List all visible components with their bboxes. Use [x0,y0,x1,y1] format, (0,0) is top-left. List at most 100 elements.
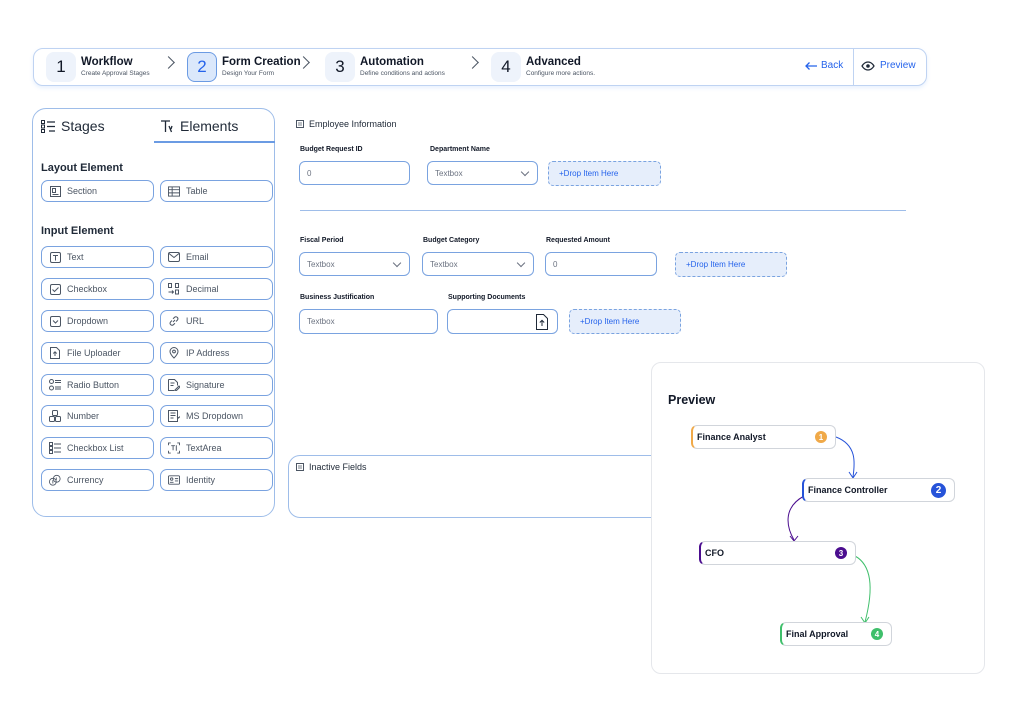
budget-request-id-input[interactable]: 0 [299,161,410,185]
element-checkbox-list[interactable]: Checkbox List [41,437,154,459]
element-label: URL [186,316,205,326]
step-badge: 3 [835,547,847,559]
textarea-icon [168,442,180,454]
section-icon [296,120,304,128]
step-number: 4 [491,52,521,82]
flow-node-finance-controller[interactable]: Finance Controller 2 [802,478,955,502]
section-icon [49,185,61,197]
budget-category-select[interactable]: Textbox [422,252,534,276]
employee-information-section[interactable]: Employee Information [296,119,397,129]
element-section[interactable]: Section [41,180,154,202]
business-justification-input[interactable]: Textbox [299,309,438,334]
drop-item-zone[interactable]: +Drop Item Here [548,161,661,186]
panel-tabs: Stages Elements [33,109,275,143]
element-label: Currency [67,475,104,485]
element-label: IP Address [186,348,230,358]
preview-button[interactable]: Preview [861,60,916,71]
element-dropdown[interactable]: Dropdown [41,310,154,332]
tab-stages[interactable]: Stages [41,118,105,134]
section-icon [296,463,304,471]
drop-item-zone[interactable]: +Drop Item Here [569,309,681,334]
select-value: Textbox [430,259,458,269]
element-textarea[interactable]: TextArea [160,437,273,459]
element-decimal[interactable]: Decimal [160,278,273,300]
divider [853,49,854,85]
stages-icon [41,119,55,133]
tab-stages-label: Stages [61,118,105,134]
input-value: 0 [307,168,312,178]
flow-node-cfo[interactable]: CFO 3 [699,541,856,565]
element-currency[interactable]: Currency [41,469,154,491]
element-radio-button[interactable]: Radio Button [41,374,154,396]
back-label: Back [821,60,844,71]
budget-category-label: Budget Category [423,237,480,244]
flow-node-finance-analyst[interactable]: Finance Analyst 1 [691,425,836,449]
step-advanced[interactable]: 4 Advanced Configure more actions. [491,52,595,82]
step-automation[interactable]: 3 Automation Define conditions and actio… [325,52,445,82]
back-button[interactable]: Back [804,60,843,71]
element-email[interactable]: Email [160,246,273,268]
element-label: Dropdown [67,316,109,326]
element-signature[interactable]: Signature [160,374,273,396]
layout-element-heading: Layout Element [41,162,123,174]
step-workflow[interactable]: 1 Workflow Create Approval Stages [46,52,150,82]
decimal-icon [168,283,180,295]
element-ms-dropdown[interactable]: MS Dropdown [160,405,273,427]
input-element-heading: Input Element [41,225,114,237]
requested-amount-input[interactable]: 0 [545,252,657,276]
element-file-uploader[interactable]: File Uploader [41,342,154,364]
connector-arrow [835,436,855,478]
ms-dropdown-icon [168,410,180,422]
element-checkbox[interactable]: Checkbox [41,278,154,300]
number-icon [49,410,61,422]
section-title: Inactive Fields [309,462,367,472]
chevron-down-icon [520,167,530,177]
element-identity[interactable]: Identity [160,469,273,491]
requested-amount-label: Requested Amount [546,237,610,244]
step-subtitle: Design Your Form [222,69,275,77]
currency-icon [49,474,61,486]
element-number[interactable]: Number [41,405,154,427]
node-label: Finance Analyst [697,432,766,442]
step-form-creation[interactable]: 2 Form Creation Design Your Form [187,52,301,82]
fiscal-period-select[interactable]: Textbox [299,252,410,276]
table-icon [168,185,180,197]
connector-arrow [787,495,805,541]
drop-item-zone[interactable]: +Drop Item Here [675,252,787,277]
tab-elements[interactable]: Elements [160,118,238,134]
department-name-select[interactable]: Textbox [427,161,538,185]
dropdown-icon [49,315,61,327]
element-label: TextArea [186,443,222,453]
email-icon [168,251,180,263]
step-badge: 4 [871,628,883,640]
supporting-documents-upload[interactable] [447,309,558,334]
section-divider [300,210,906,211]
upload-icon[interactable] [535,314,549,330]
ip-address-icon [168,347,180,359]
chevron-right-icon [466,56,479,69]
element-label: Identity [186,475,216,485]
element-text[interactable]: Text [41,246,154,268]
supporting-documents-label: Supporting Documents [448,294,526,301]
element-label: Table [186,186,208,196]
step-subtitle: Create Approval Stages [81,69,150,77]
step-subtitle: Define conditions and actions [360,69,445,77]
inactive-fields-section[interactable]: Inactive Fields [296,462,367,472]
element-label: MS Dropdown [186,411,244,421]
step-title: Workflow [81,56,133,68]
element-label: Radio Button [67,380,120,390]
tab-elements-label: Elements [180,118,239,134]
element-url[interactable]: URL [160,310,273,332]
element-label: Decimal [186,284,219,294]
flow-node-final-approval[interactable]: Final Approval 4 [780,622,892,646]
signature-icon [168,379,180,391]
element-label: Text [67,252,84,262]
radio-button-icon [49,379,61,391]
element-table[interactable]: Table [160,180,273,202]
inactive-fields-container [288,455,668,518]
step-badge: 2 [931,483,946,498]
node-label: Final Approval [786,629,849,639]
element-ip-address[interactable]: IP Address [160,342,273,364]
node-label: CFO [705,548,724,558]
chevron-right-icon [162,56,175,69]
